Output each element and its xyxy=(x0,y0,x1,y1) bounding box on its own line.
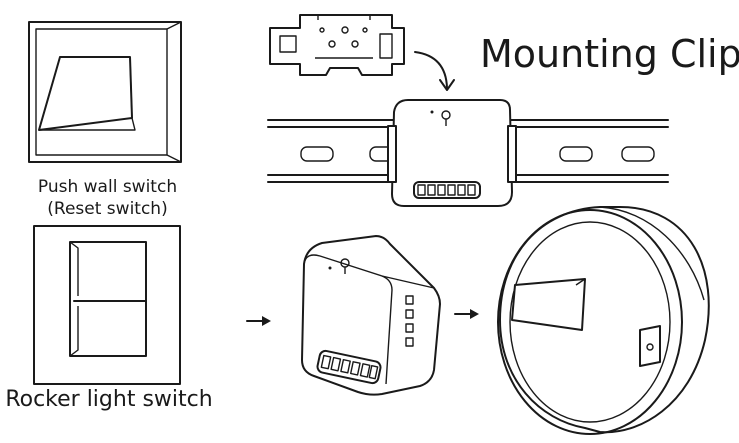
rocker-light-switch-label: Rocker light switch xyxy=(5,387,213,412)
rocker-switch-icon xyxy=(33,225,181,385)
mounting-clip-label: Mounting Clip xyxy=(480,32,739,76)
right-arrow-icon xyxy=(246,316,271,326)
relay-module-icon xyxy=(301,235,441,396)
reset-switch-text: (Reset switch) xyxy=(47,199,168,219)
right-arrow-icon xyxy=(454,309,479,319)
mounting-ring-icon xyxy=(497,206,710,435)
mounting-clip-icon xyxy=(269,14,405,76)
push-wall-switch-text: Push wall switch xyxy=(37,177,178,197)
curved-arrow-icon xyxy=(414,51,455,91)
relay-module-on-rail-icon xyxy=(387,99,517,207)
push-wall-switch-label: Push wall switch (Reset switch) xyxy=(20,176,195,220)
push-wall-switch-icon xyxy=(28,21,182,163)
